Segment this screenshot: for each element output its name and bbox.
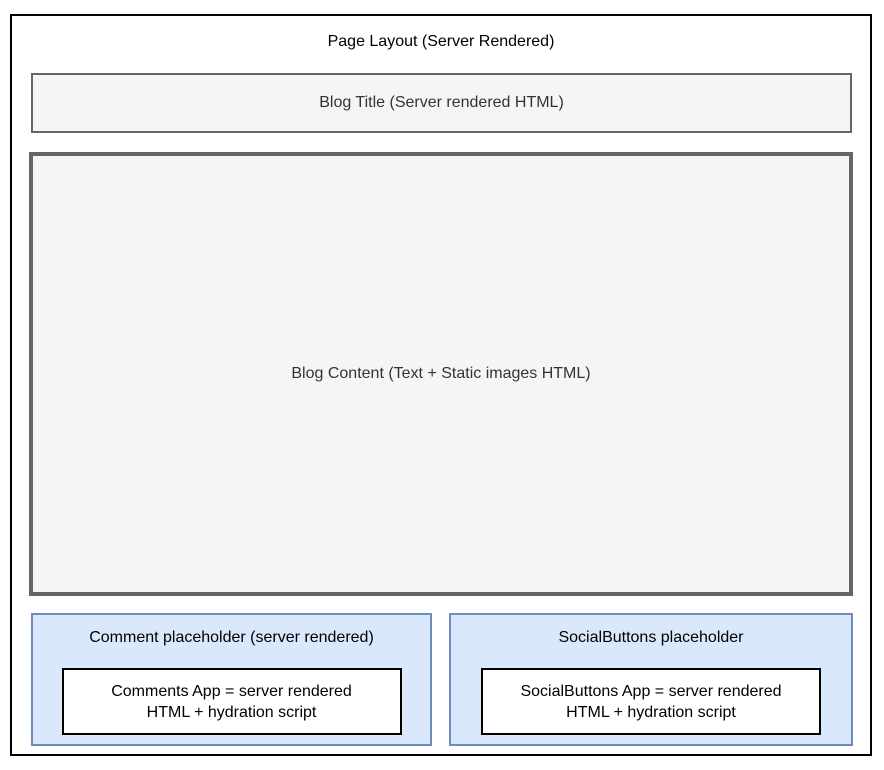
blog-title-label: Blog Title (Server rendered HTML) (319, 94, 564, 111)
blog-title-box: Blog Title (Server rendered HTML) (31, 73, 852, 133)
comments-app-label-line1: Comments App = server rendered (111, 682, 352, 700)
social-buttons-app-box: SocialButtons App = server rendered HTML… (481, 668, 821, 735)
blog-content-box: Blog Content (Text + Static images HTML) (29, 152, 853, 596)
comment-placeholder-title: Comment placeholder (server rendered) (89, 629, 374, 646)
comments-app-box: Comments App = server rendered HTML + hy… (61, 668, 402, 735)
social-buttons-placeholder-title: SocialButtons placeholder (558, 629, 744, 646)
comment-placeholder-box: Comment placeholder (server rendered) Co… (31, 613, 432, 746)
social-buttons-app-label-line1: SocialButtons App = server rendered (520, 682, 782, 700)
social-buttons-placeholder-box: SocialButtons placeholder SocialButtons … (449, 613, 853, 746)
page-layout-box: Page Layout (Server Rendered) Blog Title… (10, 14, 872, 756)
page-layout-title: Page Layout (Server Rendered) (327, 33, 555, 50)
blog-content-label: Blog Content (Text + Static images HTML) (291, 365, 591, 382)
comments-app-label-line2: HTML + hydration script (146, 703, 317, 721)
social-buttons-app-label-line2: HTML + hydration script (566, 703, 736, 721)
